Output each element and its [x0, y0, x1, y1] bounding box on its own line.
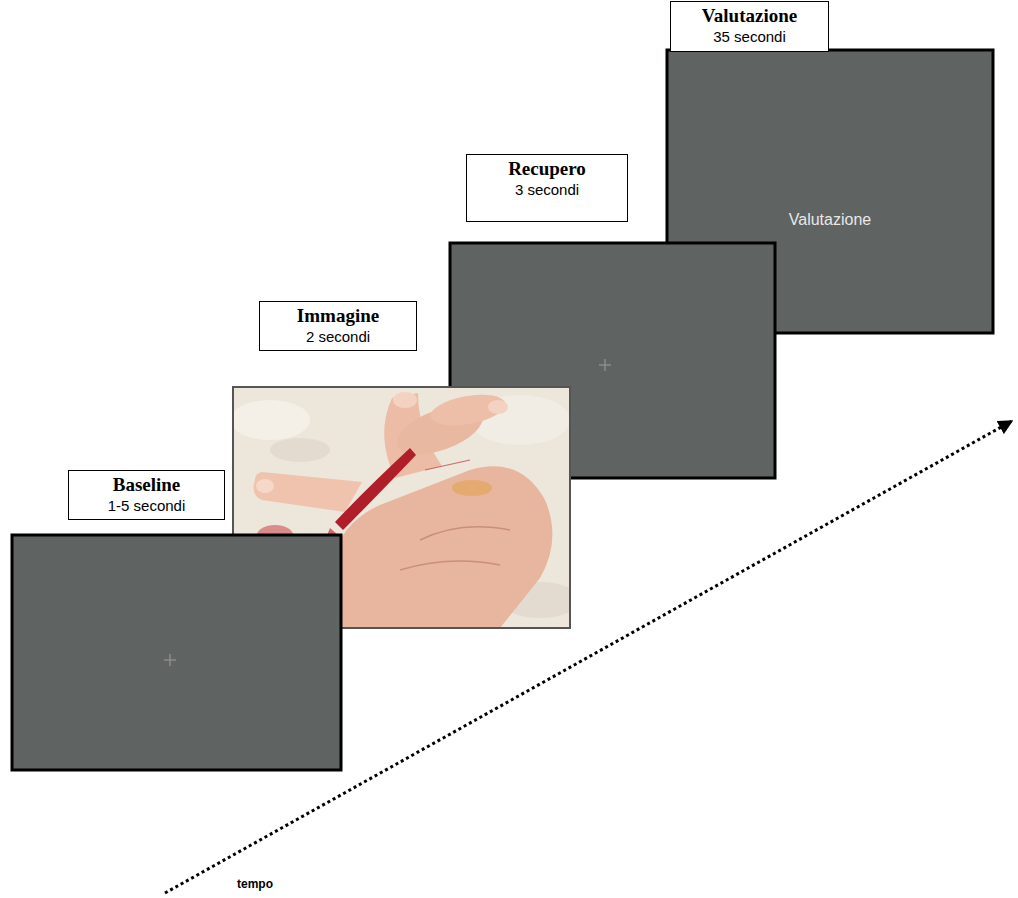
phase-title: Valutazione	[667, 50, 993, 232]
phase-duration: 3 secondi	[475, 180, 619, 199]
phase-title: Baseline	[77, 474, 216, 496]
fixation-cross	[604, 359, 606, 371]
phase-label: Recupero3 secondi	[466, 154, 628, 222]
phase-label: Baseline1-5 secondi	[68, 470, 225, 520]
axis-label: tempo	[237, 877, 273, 891]
fixation-cross	[169, 654, 171, 666]
phase-title: Valutazione	[679, 5, 820, 27]
phase-label: Valutazione35 secondi	[670, 1, 829, 52]
phase-duration: 35 secondi	[679, 27, 820, 46]
phase-title: Recupero	[475, 158, 619, 180]
rating-screen-text: Valutazione	[667, 50, 993, 333]
phase-title: Immagine	[268, 305, 408, 327]
phase-label: Immagine2 secondi	[259, 301, 417, 351]
phase-duration: 2 secondi	[268, 327, 408, 346]
phase-duration: 1-5 secondi	[77, 496, 216, 515]
baseline-screen	[12, 535, 341, 770]
time-arrow	[165, 421, 1012, 893]
